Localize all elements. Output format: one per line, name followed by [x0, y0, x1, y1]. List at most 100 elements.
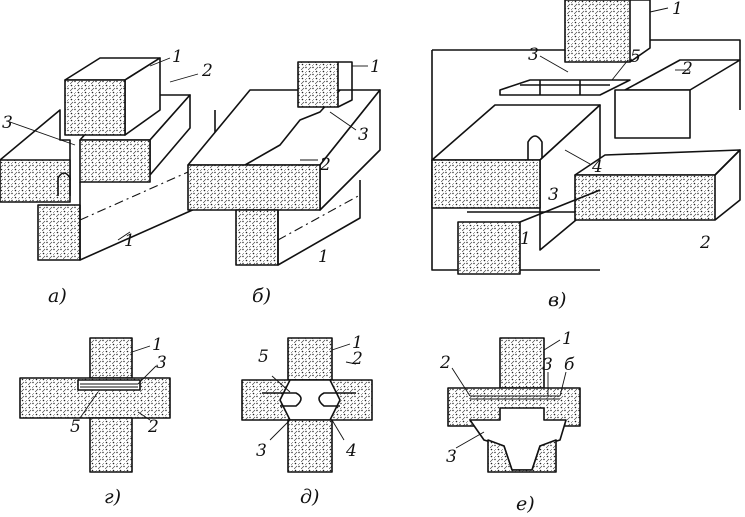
- label-5: 5: [70, 417, 81, 437]
- label-2b: 2: [699, 233, 711, 253]
- caption-g: г): [104, 486, 121, 508]
- leader: [137, 411, 151, 421]
- loop-left: [262, 392, 302, 407]
- caption-a: а): [48, 285, 67, 307]
- wall-upper-section: [89, 337, 133, 379]
- slab-right-section: [79, 139, 151, 183]
- panel-g: 1 3 5 2 г): [19, 335, 171, 508]
- panel-d: 1 2 5 3 4 д): [241, 333, 373, 508]
- plane-edge: [650, 39, 741, 110]
- leader: [345, 361, 357, 365]
- label-3: 3: [528, 45, 539, 65]
- leader: [331, 343, 351, 351]
- label-4: 4: [591, 157, 603, 177]
- leader: [559, 371, 567, 397]
- panel-a: 1 2 3 1 а): [0, 47, 216, 307]
- grout-cavity: [279, 379, 341, 421]
- leader: [539, 55, 569, 73]
- wall-lower-section: [487, 439, 557, 473]
- label-2: 2: [201, 61, 213, 81]
- axis-line: [79, 159, 216, 221]
- label-2: 2: [351, 349, 363, 369]
- loop-right: [318, 392, 356, 407]
- leader: [79, 391, 99, 419]
- label-2: 2: [147, 417, 159, 437]
- leader: [131, 345, 151, 353]
- wall-lower-section: [235, 209, 279, 266]
- leader: [169, 73, 199, 83]
- wall-lower-face: [277, 180, 361, 266]
- connector-plate: [470, 395, 560, 400]
- axis-line: [277, 194, 361, 241]
- leader: [451, 367, 471, 397]
- label-1b: 1: [124, 231, 135, 251]
- connector-cavity: [77, 379, 141, 391]
- label-1: 1: [562, 329, 573, 349]
- leader: [117, 231, 131, 241]
- caption-v: в): [548, 289, 566, 311]
- label-2: 2: [439, 353, 451, 373]
- wall-upper-section: [564, 0, 631, 63]
- slab-section: [187, 164, 321, 211]
- slab-ur-front: [614, 89, 691, 139]
- leader: [455, 431, 485, 449]
- plane-edge: [431, 50, 600, 271]
- leader: [9, 121, 76, 146]
- label-5: 5: [630, 47, 641, 67]
- leader: [137, 365, 157, 385]
- wall-upper-edge: [337, 61, 353, 108]
- wall-upper-edge: [629, 0, 651, 63]
- label-3: 3: [358, 125, 369, 145]
- loop-connector: [57, 172, 71, 196]
- caption-d: д): [300, 486, 319, 508]
- slab-left-section: [0, 159, 71, 203]
- wall-lower-section: [287, 419, 333, 473]
- wall-upper-section: [287, 337, 333, 381]
- leader: [331, 419, 345, 441]
- connector-plate: [499, 79, 631, 96]
- panel-e: 1 2 3 б 3 е): [439, 329, 581, 515]
- leader: [329, 111, 357, 131]
- label-5: 5: [258, 347, 269, 367]
- caption-e: е): [516, 493, 535, 515]
- slab-ml-section: [431, 159, 541, 209]
- label-4: 4: [345, 441, 357, 461]
- leader: [543, 339, 561, 351]
- loop-connector: [527, 135, 543, 160]
- panel-b: 1 3 2 1 б): [187, 57, 381, 307]
- label-3: 3: [2, 113, 13, 133]
- label-3: 3: [156, 353, 167, 373]
- label-3: 3: [256, 441, 267, 461]
- wall-lower-section: [457, 221, 521, 275]
- wall-lower-edge: [519, 189, 601, 223]
- connector-detail: [520, 80, 610, 95]
- label-1b: 1: [520, 229, 531, 249]
- wall-lower-section: [89, 417, 133, 473]
- label-1: 1: [172, 47, 183, 67]
- wall-upper-section: [297, 61, 339, 108]
- slab-lr-side: [714, 149, 741, 221]
- label-1: 1: [352, 333, 363, 353]
- wall-lower-section: [37, 204, 81, 261]
- leader: [269, 419, 291, 441]
- leader: [564, 149, 591, 165]
- label-1b: 1: [318, 247, 329, 267]
- label-3: 3: [542, 355, 553, 375]
- label-2: 2: [319, 155, 331, 175]
- label-2: 2: [681, 59, 693, 79]
- connector-plate: [80, 383, 138, 388]
- label-3b: 3: [446, 447, 457, 467]
- leader: [271, 375, 291, 393]
- leader: [149, 57, 171, 67]
- wall-upper-section: [64, 79, 126, 136]
- leader: [649, 7, 669, 13]
- panel-v: 1 3 5 2 4 3 1 2 в): [431, 0, 741, 311]
- leader: [611, 59, 629, 81]
- label-1: 1: [672, 0, 683, 19]
- label-1: 1: [370, 57, 381, 77]
- label-1: 1: [152, 335, 163, 355]
- slab-lr-section: [574, 174, 716, 221]
- label-b: б: [564, 355, 575, 375]
